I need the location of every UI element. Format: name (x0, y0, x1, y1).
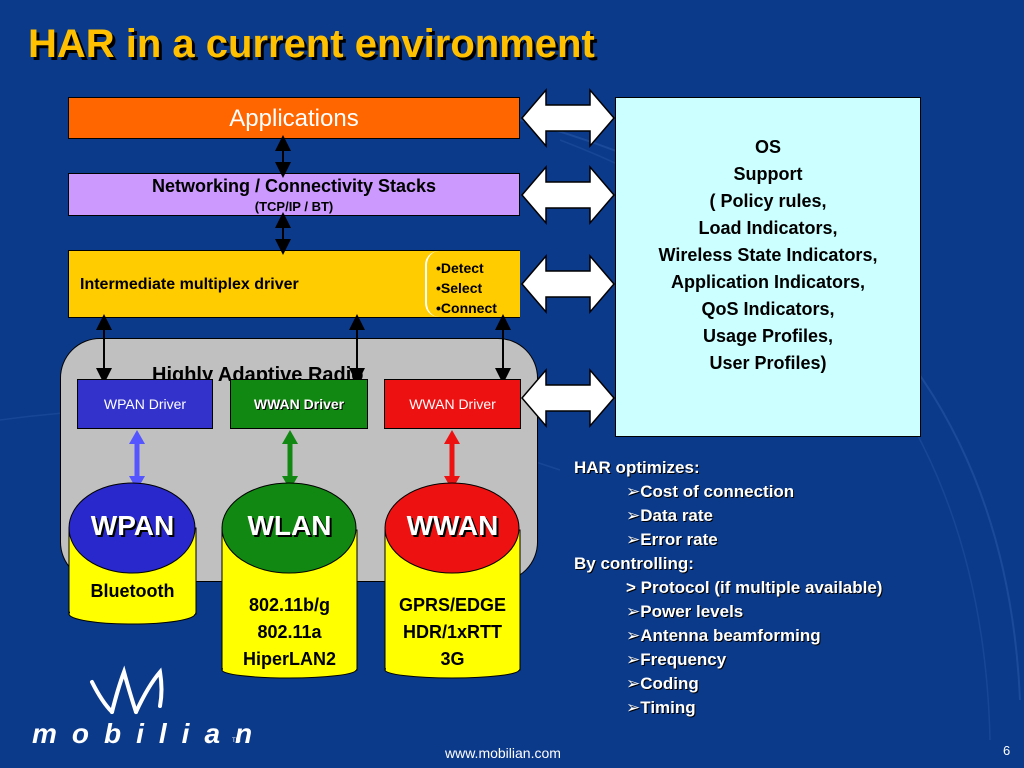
os-line-8: Usage Profiles, (702, 326, 834, 346)
os-line-7: QoS Indicators, (701, 299, 835, 319)
controlling-item-4: ➢Frequency (626, 650, 727, 669)
os-line-6: Application Indicators, (670, 272, 866, 292)
dsc-item-select: •Select (436, 280, 483, 296)
os-support-box: OS Support ( Policy rules, Load Indicato… (615, 97, 921, 437)
os-line-1: OS (754, 137, 781, 157)
double-arrow-applications (521, 87, 615, 149)
mobilian-logo-mark (90, 665, 164, 714)
wlan-tech-3: HiperLAN2 (242, 649, 336, 669)
controlling-item-3: ➢Antenna beamforming (626, 626, 821, 645)
controlling-item-2: ➢Power levels (626, 602, 744, 621)
networking-title: Networking / Connectivity Stacks (151, 176, 437, 196)
wpan-driver: WPAN Driver (77, 379, 213, 429)
double-arrow-multiplex (521, 253, 615, 315)
wwan-tech-3: 3G (440, 649, 465, 669)
double-arrow-networking (521, 164, 615, 226)
wwan-driver-green: WWAN Driver (230, 379, 368, 429)
controlling-heading: By controlling: (574, 554, 694, 573)
har-optimizes-list: HAR optimizes: ➢Cost of connection ➢Data… (574, 456, 882, 720)
wlan-tech-1: 802.11b/g (248, 595, 331, 615)
wlan-cylinder (221, 482, 358, 679)
wwan-tech-2: HDR/1xRTT (402, 622, 502, 642)
optimizes-item-1: ➢Cost of connection (626, 482, 795, 501)
os-line-5: Wireless State Indicators, (658, 245, 878, 265)
wwan-technology-list: GPRS/EDGE HDR/1xRTT 3G (385, 592, 520, 673)
footer-url-link[interactable]: www.mobilian.com (445, 745, 561, 761)
slide-title: HAR in a current environment (28, 22, 595, 66)
os-line-2: Support (733, 164, 803, 184)
wlan-cylinder-label: WLAN (247, 510, 332, 541)
multiplex-driver-label: Intermediate multiplex driver (80, 276, 299, 293)
wlan-tech-2: 802.11a (257, 622, 322, 642)
os-line-9: User Profiles) (709, 353, 827, 373)
dsc-item-connect: •Connect (436, 300, 497, 316)
wlan-technology-list: 802.11b/g 802.11a HiperLAN2 (222, 592, 357, 673)
double-arrow-drivers (521, 367, 615, 429)
networking-layer: Networking / Connectivity Stacks (TCP/IP… (68, 173, 520, 216)
dsc-item-detect: •Detect (436, 260, 484, 276)
arrow-wwan (444, 430, 460, 490)
wwan-cylinder (384, 482, 521, 679)
controlling-item-5: ➢Coding (626, 674, 699, 693)
optimizes-heading: HAR optimizes: (574, 458, 700, 477)
detect-select-connect-callout (425, 251, 520, 317)
wwan-cylinder-label: WWAN (406, 510, 499, 541)
controlling-item-1: > Protocol (if multiple available) (626, 578, 883, 597)
applications-layer: Applications (68, 97, 520, 139)
trademark-mark: TM (232, 738, 241, 744)
controlling-item-6: ➢Timing (626, 698, 696, 717)
wwan-tech-1: GPRS/EDGE (398, 595, 507, 615)
os-line-3: ( Policy rules, (709, 191, 827, 211)
wpan-cylinder-label: WPAN (90, 510, 175, 541)
detect-select-connect-list: •Detect •Select •Connect (436, 258, 497, 318)
networking-subtitle: (TCP/IP / BT) (254, 199, 334, 214)
os-line-4: Load Indicators, (698, 218, 838, 238)
mobilian-logo-text: mobilian (32, 718, 268, 749)
optimizes-item-2: ➢Data rate (626, 506, 714, 525)
wwan-driver-red: WWAN Driver (384, 379, 521, 429)
arrow-wlan (282, 430, 298, 490)
wpan-cylinder (68, 482, 197, 625)
arrow-wpan (129, 430, 145, 490)
optimizes-item-3: ➢Error rate (626, 530, 718, 549)
wpan-technology-bluetooth: Bluetooth (90, 581, 175, 601)
page-number: 6 (1003, 743, 1011, 758)
